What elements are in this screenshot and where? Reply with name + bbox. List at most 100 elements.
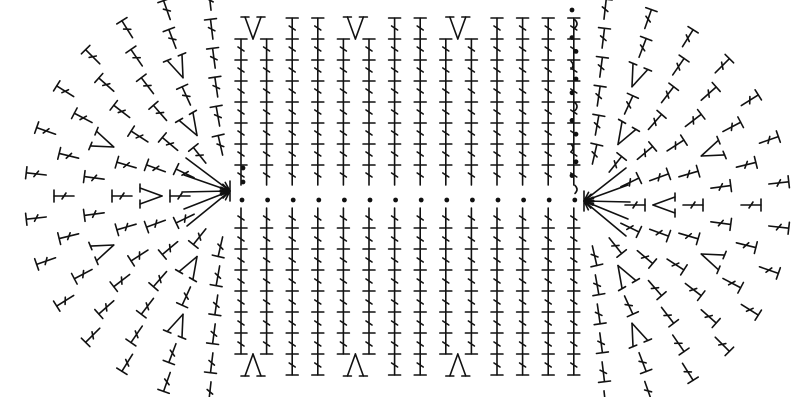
dc-slash xyxy=(416,46,425,52)
v-right xyxy=(354,353,365,377)
dc-slash xyxy=(544,257,553,263)
dc-slash xyxy=(365,320,373,326)
dc-stitch xyxy=(515,270,530,292)
dc-slash xyxy=(518,109,527,115)
fan-stitch xyxy=(681,25,699,48)
dc-slash xyxy=(441,320,450,326)
dc-slash xyxy=(595,92,603,100)
dc-slash xyxy=(207,26,216,32)
fan-stitch xyxy=(768,221,791,235)
dc-slash xyxy=(66,232,71,241)
dc-slash xyxy=(365,109,373,115)
dc-slash xyxy=(441,236,450,242)
dc-slash xyxy=(518,299,527,305)
fan-stitch xyxy=(143,158,167,173)
v-right xyxy=(181,53,184,79)
fan-dc xyxy=(94,72,115,93)
dc-slash xyxy=(441,278,450,284)
dc-slash xyxy=(365,257,373,263)
dc-bar xyxy=(593,322,607,326)
v-bar-left xyxy=(722,250,727,260)
fan-stitch xyxy=(597,361,612,384)
dc-bar xyxy=(157,0,171,4)
dc-slash xyxy=(262,215,271,221)
fan-dc xyxy=(700,81,721,102)
fan-stitch xyxy=(735,155,759,170)
dc-slash xyxy=(767,135,771,145)
fan-dc xyxy=(109,273,131,293)
dc-bar xyxy=(668,318,680,328)
dc-slash xyxy=(365,341,373,347)
chain-loop xyxy=(574,19,578,29)
dc-bar xyxy=(116,367,128,376)
dc-stem xyxy=(603,390,608,397)
dc-slash xyxy=(237,299,245,305)
fan-increase-v xyxy=(174,109,198,137)
dc-slash xyxy=(288,320,297,326)
dc-slash xyxy=(163,378,170,386)
fan-increase-v xyxy=(88,126,115,151)
dc-slash xyxy=(237,341,245,347)
chain-stitch xyxy=(239,197,245,203)
dc-slash xyxy=(416,320,425,326)
dc-stitch xyxy=(387,122,402,144)
join-arrows xyxy=(181,157,631,237)
dc-slash xyxy=(518,362,527,368)
fan-stitch xyxy=(620,222,643,239)
dc-slash xyxy=(313,151,322,157)
dc-slash xyxy=(650,286,660,290)
dc-slash xyxy=(158,274,162,284)
fan-dc xyxy=(671,334,690,356)
left-fan xyxy=(24,0,225,397)
dc-stitch xyxy=(259,164,274,186)
v-left xyxy=(700,253,726,256)
dc-stitch xyxy=(285,38,300,60)
fan-stitch xyxy=(114,222,137,237)
fan-stitch xyxy=(643,380,653,397)
dc-slash xyxy=(339,257,348,263)
dc-stitch xyxy=(285,312,300,334)
dc-slash xyxy=(569,109,578,115)
dc-slash xyxy=(684,232,693,240)
dc-bar xyxy=(203,17,218,21)
v-left xyxy=(448,16,459,40)
dc-slash xyxy=(653,117,657,127)
dc-slash xyxy=(339,130,348,136)
dc-slash xyxy=(168,243,172,253)
dc-slash xyxy=(597,340,606,346)
dc-bar xyxy=(125,45,137,54)
fan-dc xyxy=(125,45,144,67)
chain-loop xyxy=(570,60,574,70)
dc-stitch xyxy=(387,207,402,229)
dc-slash xyxy=(544,109,553,115)
dc-slash xyxy=(441,341,450,347)
fan-stitch xyxy=(682,198,704,212)
dc-stitch xyxy=(541,17,556,39)
fan-increase-v xyxy=(700,135,727,160)
fan-stitch xyxy=(678,232,701,246)
dc-stitch xyxy=(259,38,274,60)
dc-bar xyxy=(125,338,137,347)
v-left xyxy=(617,120,623,146)
fan-stitch xyxy=(758,265,782,280)
dc-slash xyxy=(313,320,322,326)
dc-stitch xyxy=(541,333,556,355)
v-right xyxy=(192,111,198,137)
dc-slash xyxy=(262,257,271,263)
dc-bar xyxy=(135,309,147,319)
dc-slash xyxy=(467,109,476,115)
dc-bar xyxy=(711,317,721,329)
fan-dc xyxy=(592,274,606,297)
dc-stitch xyxy=(566,207,581,229)
dc-stitch xyxy=(336,270,351,292)
dc-slash xyxy=(775,223,782,231)
fan-stitch xyxy=(203,352,218,375)
v-left xyxy=(139,195,163,205)
dc-stitch xyxy=(413,270,428,292)
fan-stitch xyxy=(608,151,628,173)
dc-stitch xyxy=(464,312,479,334)
fan-stitch xyxy=(88,126,115,151)
dc-stitch xyxy=(515,164,530,186)
dc-slash xyxy=(339,88,348,94)
dc-bar xyxy=(775,266,782,280)
